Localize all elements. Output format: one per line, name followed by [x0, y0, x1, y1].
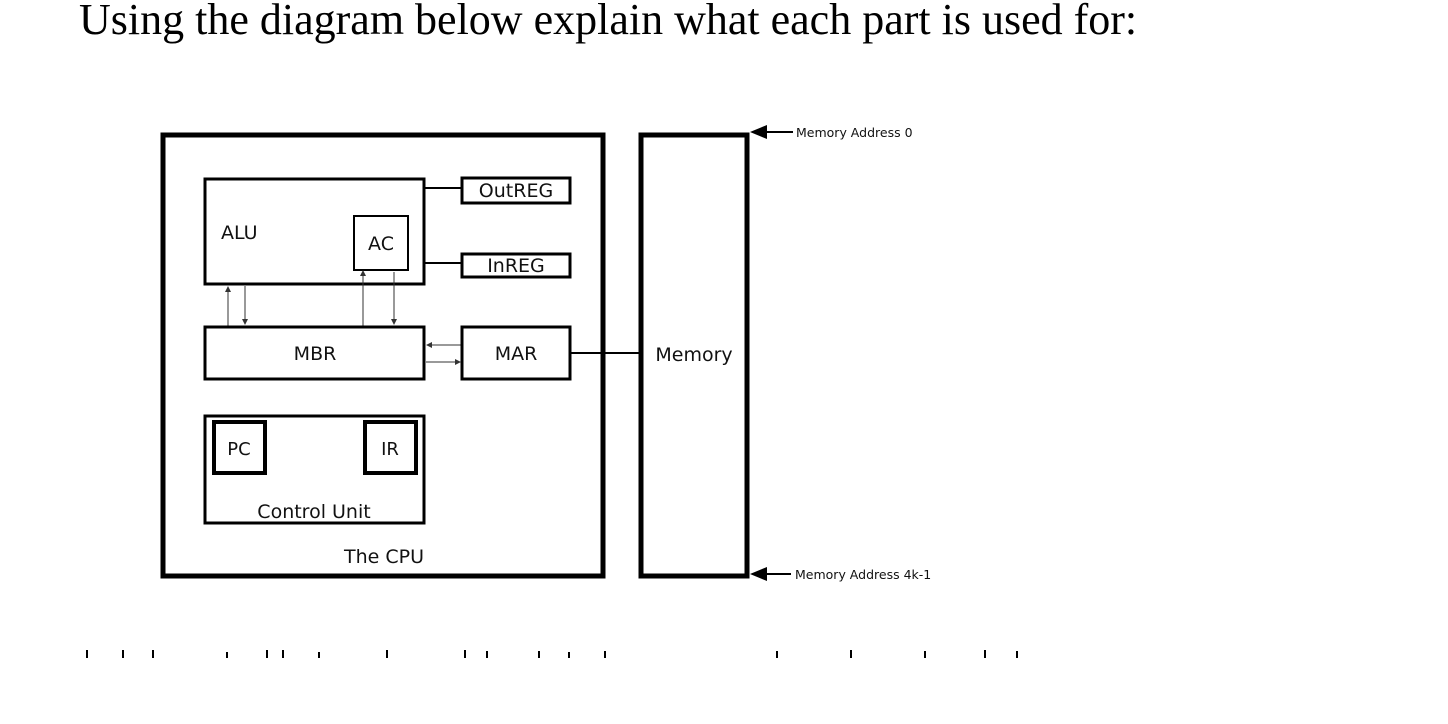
memory-box [638, 132, 750, 579]
memory-label: Memory [655, 344, 732, 366]
memory-address-top-label: Memory Address 0 [796, 125, 913, 140]
mbr-box [203, 325, 426, 381]
inreg-box [460, 252, 572, 279]
control-unit-label: Control Unit [257, 501, 370, 523]
mbr-label: MBR [294, 343, 337, 365]
memory-address-top-arrow-icon [750, 125, 767, 139]
control-unit-box [203, 414, 426, 525]
ir-label: IR [381, 439, 399, 460]
memory-address-bottom-arrow-icon [750, 567, 767, 581]
ac-label: AC [368, 233, 394, 255]
mar-label: MAR [495, 343, 538, 365]
inreg-label: InREG [487, 255, 545, 277]
memory-address-bottom-label: Memory Address 4k-1 [795, 567, 931, 582]
pc-label: PC [227, 439, 250, 460]
question-heading: Using the diagram below explain what eac… [79, 0, 1138, 44]
ac-box [353, 215, 409, 271]
pc-box [212, 420, 267, 475]
alu-label: ALU [221, 222, 258, 244]
ir-box [363, 420, 418, 475]
cpu-box [160, 132, 606, 579]
alu-box [203, 177, 426, 286]
cut-off-text-fragment [86, 650, 1018, 658]
cpu-label: The CPU [343, 546, 424, 568]
outreg-box [460, 176, 572, 205]
outreg-label: OutREG [479, 180, 553, 202]
